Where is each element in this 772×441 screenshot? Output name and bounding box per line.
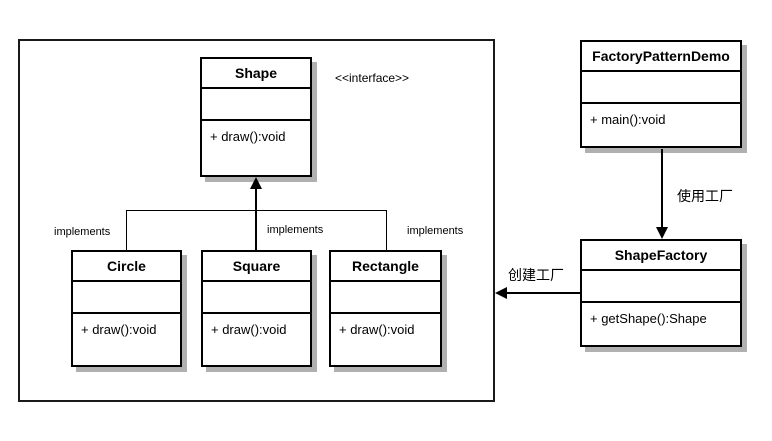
create-factory-arrowhead-icon xyxy=(495,287,507,299)
class-method-circle: + draw():void xyxy=(81,322,157,337)
use-factory-arrowhead-icon xyxy=(656,227,668,239)
implements-rail-line xyxy=(127,210,387,211)
class-name-rectangle: Rectangle xyxy=(331,252,440,282)
class-method-rectangle: + draw():void xyxy=(339,322,415,337)
shapes-group-frame xyxy=(18,39,495,402)
class-method-square: + draw():void xyxy=(211,322,287,337)
rectangle-implements-line xyxy=(386,210,387,250)
class-attributes-factory-pattern-demo xyxy=(582,72,740,104)
circle-implements-line xyxy=(126,210,127,250)
class-name-shape: Shape xyxy=(202,59,310,89)
interface-stereotype-label: <<interface>> xyxy=(335,71,410,85)
class-box-shape: Shape + draw():void xyxy=(200,57,312,177)
class-box-circle: Circle + draw():void xyxy=(71,250,182,367)
implements-label-middle: implements xyxy=(267,224,324,236)
implements-label-left: implements xyxy=(54,226,111,238)
square-implements-arrow-line xyxy=(255,188,257,250)
class-box-square: Square + draw():void xyxy=(201,250,312,367)
class-name-shape-factory: ShapeFactory xyxy=(582,241,740,271)
implements-label-right: implements xyxy=(407,225,464,237)
class-method-shape-factory: + getShape():Shape xyxy=(590,311,707,326)
class-attributes-circle xyxy=(73,282,180,314)
class-attributes-shape-factory xyxy=(582,271,740,303)
create-factory-label: 创建工厂 xyxy=(508,267,564,283)
class-method-factory-pattern-demo: + main():void xyxy=(590,112,666,127)
create-factory-arrow-line xyxy=(506,292,580,294)
class-name-circle: Circle xyxy=(73,252,180,282)
use-factory-label: 使用工厂 xyxy=(677,188,733,204)
class-attributes-rectangle xyxy=(331,282,440,314)
class-method-shape: + draw():void xyxy=(210,129,286,144)
class-box-rectangle: Rectangle + draw():void xyxy=(329,250,442,367)
class-box-shape-factory: ShapeFactory + getShape():Shape xyxy=(580,239,742,347)
use-factory-arrow-line xyxy=(661,149,663,229)
class-name-square: Square xyxy=(203,252,310,282)
class-attributes-shape xyxy=(202,89,310,121)
class-attributes-square xyxy=(203,282,310,314)
class-box-factory-pattern-demo: FactoryPatternDemo + main():void xyxy=(580,40,742,148)
implements-arrowhead-icon xyxy=(250,177,262,189)
class-name-factory-pattern-demo: FactoryPatternDemo xyxy=(582,42,740,72)
